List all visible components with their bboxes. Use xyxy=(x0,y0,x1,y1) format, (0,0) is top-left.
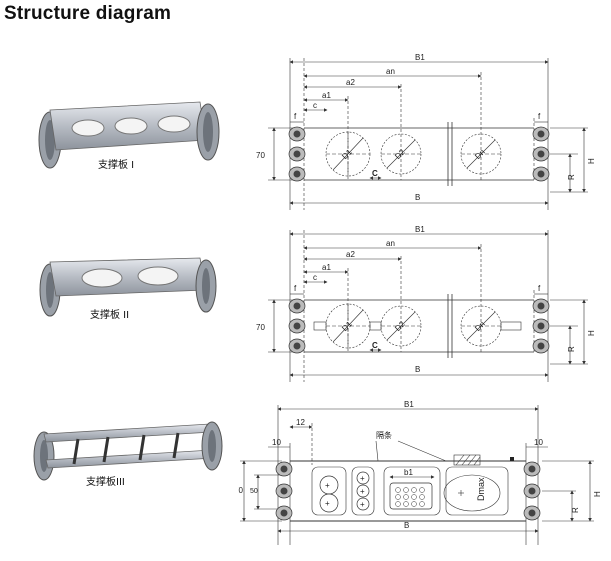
page-title: Structure diagram xyxy=(4,3,172,24)
support-plate-ii-caption: 支撑板 II xyxy=(90,310,130,321)
dim-c-spacing: C xyxy=(372,341,378,350)
dim-r: R xyxy=(567,346,576,352)
svg-text:+: + xyxy=(325,481,330,490)
dim-h: H xyxy=(593,491,602,497)
drawing-support-plate-ii: B1 an a2 a1 c f f 70 D1 D2 Dn C R H B xyxy=(256,225,596,382)
label-d2: D2 xyxy=(393,147,407,161)
dim-a1: a1 xyxy=(322,91,331,100)
dim-h: H xyxy=(587,158,596,164)
label-d2: D2 xyxy=(393,319,407,333)
dim-b1: B1 xyxy=(415,53,425,62)
dim-70: 70 xyxy=(256,323,265,332)
dim-c: c xyxy=(313,273,317,282)
support-plate-i-caption: 支撑板 I xyxy=(98,160,135,171)
dim-50: 50 xyxy=(250,488,258,495)
dim-f-right: f xyxy=(538,112,541,121)
dim-10-left: 10 xyxy=(272,438,281,447)
label-dmax: Dmax xyxy=(476,477,486,501)
support-plate-iii-photo xyxy=(33,421,223,481)
dim-12: 12 xyxy=(296,418,305,427)
dim-b1-lower: b1 xyxy=(404,468,413,477)
dim-a2: a2 xyxy=(346,250,355,259)
dim-r: R xyxy=(571,507,580,513)
label-dn: Dn xyxy=(473,147,487,161)
label-dn: Dn xyxy=(473,319,487,333)
dim-b1: B1 xyxy=(415,225,425,234)
dim-f-left: f xyxy=(294,284,297,293)
dim-f-right: f xyxy=(538,284,541,293)
dim-70: 70 xyxy=(238,486,243,495)
dim-b: B xyxy=(415,365,420,374)
svg-text:+: + xyxy=(360,500,365,509)
dim-b: B xyxy=(404,521,409,530)
dim-a2: a2 xyxy=(346,78,355,87)
svg-text:+: + xyxy=(360,474,365,483)
dim-10-right: 10 xyxy=(534,438,543,447)
svg-text:+: + xyxy=(325,499,330,508)
divider-label: 隔条 xyxy=(376,430,392,440)
dim-70: 70 xyxy=(256,151,265,160)
dim-b1: B1 xyxy=(404,400,414,409)
dim-an: an xyxy=(386,239,395,248)
dim-c: c xyxy=(313,101,317,110)
dim-b: B xyxy=(415,193,420,202)
drawing-support-plate-iii: ++ +++ B1 12 10 10 隔条 70 50 b1 Dmax R H … xyxy=(238,400,602,545)
dim-an: an xyxy=(386,67,395,76)
dim-f-left: f xyxy=(294,112,297,121)
dim-a1: a1 xyxy=(322,263,331,272)
dim-c-spacing: C xyxy=(372,169,378,178)
support-plate-ii-photo xyxy=(39,257,217,317)
support-plate-i-photo xyxy=(38,101,220,169)
svg-text:+: + xyxy=(360,487,365,496)
drawing-support-plate-i: B1 an a2 a1 c f f 70 D1 D2 Dn C R H B xyxy=(256,53,596,210)
dim-h: H xyxy=(587,330,596,336)
support-plate-iii-caption: 支撑板III xyxy=(86,477,125,488)
dim-r: R xyxy=(567,174,576,180)
